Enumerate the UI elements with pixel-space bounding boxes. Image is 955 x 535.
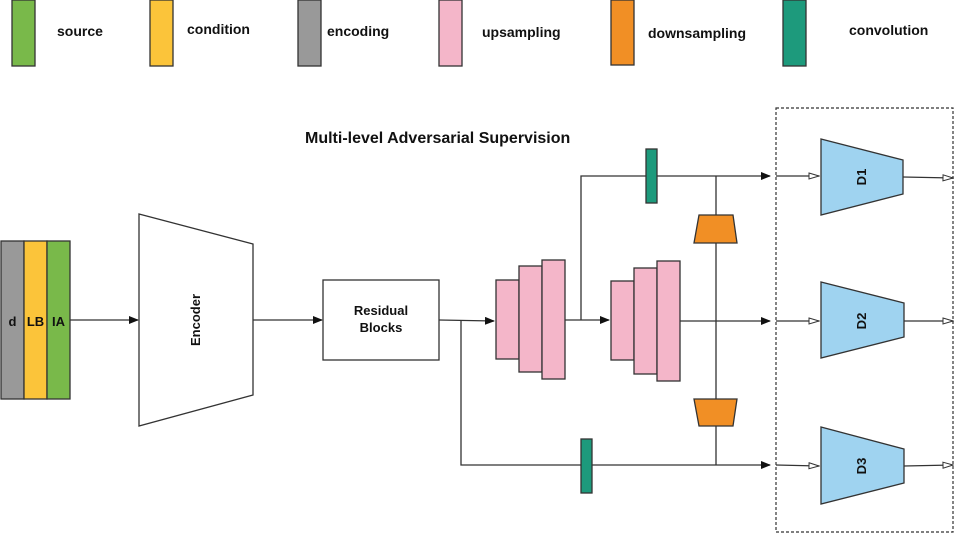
d2-shape: [820, 281, 905, 359]
legend-swatch-upsampling: [438, 0, 463, 67]
upsampling-layer: [656, 260, 681, 382]
legend-item-convolution: convolution: [782, 0, 928, 67]
discriminator-d1: D1: [820, 138, 904, 216]
arrow-to-d3: [775, 465, 819, 466]
downsampling-lower: [693, 398, 738, 427]
legend-swatch-condition: [149, 0, 174, 67]
legend-label-downsampling: downsampling: [648, 25, 746, 41]
encoder-label: Encoder: [188, 294, 203, 346]
encoder-shape: [138, 213, 254, 427]
legend-item-source: source: [11, 0, 103, 67]
residual-label-line2: Blocks: [360, 320, 403, 335]
input-label-lb: LB: [27, 314, 44, 329]
d3-label: D3: [854, 458, 869, 475]
d2-label: D2: [854, 313, 869, 330]
d1-output-arrow: [902, 177, 953, 178]
arrow-residual-to-upsampling1: [438, 316, 495, 325]
upsampling-layer: [541, 259, 566, 380]
legend-item-upsampling: upsampling: [438, 0, 561, 67]
residual-label-line1: Residual: [354, 303, 408, 318]
upsampling-group-2: [610, 260, 681, 382]
legend-label-encoding: encoding: [327, 23, 389, 39]
legend: source condition encoding upsampling dow…: [11, 0, 928, 67]
discriminator-d3: D3: [820, 426, 905, 505]
legend-swatch-convolution: [782, 0, 807, 67]
legend-label-condition: condition: [187, 21, 250, 37]
upsampling-layer: [610, 280, 635, 361]
upsampling-group-1: [495, 259, 566, 380]
branch-line-upper: [580, 172, 771, 320]
input-stack: d LB IA: [0, 240, 71, 400]
d1-label: D1: [854, 169, 869, 186]
legend-label-source: source: [57, 23, 103, 39]
branch-line-lower: [460, 320, 771, 469]
legend-item-encoding: encoding: [297, 0, 389, 67]
legend-item-downsampling: downsampling: [610, 0, 746, 66]
encoder-block: Encoder: [138, 213, 254, 427]
d3-shape: [820, 426, 905, 505]
residual-blocks: Residual Blocks: [322, 279, 440, 361]
legend-swatch-downsampling: [610, 0, 635, 66]
discriminator-d2: D2: [820, 281, 905, 359]
upsampling-layer: [633, 267, 658, 375]
legend-item-condition: condition: [149, 0, 250, 67]
d3-output-arrow: [903, 465, 953, 466]
convolution-lower: [580, 438, 593, 494]
legend-label-upsampling: upsampling: [482, 24, 561, 40]
convolution-upper: [645, 148, 658, 204]
input-label-ia: IA: [52, 314, 66, 329]
downsampling-upper: [693, 214, 738, 244]
discriminator-group-box: [775, 107, 954, 533]
legend-swatch-encoding: [297, 0, 322, 67]
legend-swatch-source: [11, 0, 36, 67]
legend-label-convolution: convolution: [849, 22, 928, 38]
upsampling-layer: [495, 279, 520, 360]
input-label-d: d: [9, 314, 17, 329]
residual-box: [322, 279, 440, 361]
d1-shape: [820, 138, 904, 216]
diagram-title: Multi-level Adversarial Supervision: [305, 130, 570, 147]
upsampling-layer: [518, 265, 543, 373]
